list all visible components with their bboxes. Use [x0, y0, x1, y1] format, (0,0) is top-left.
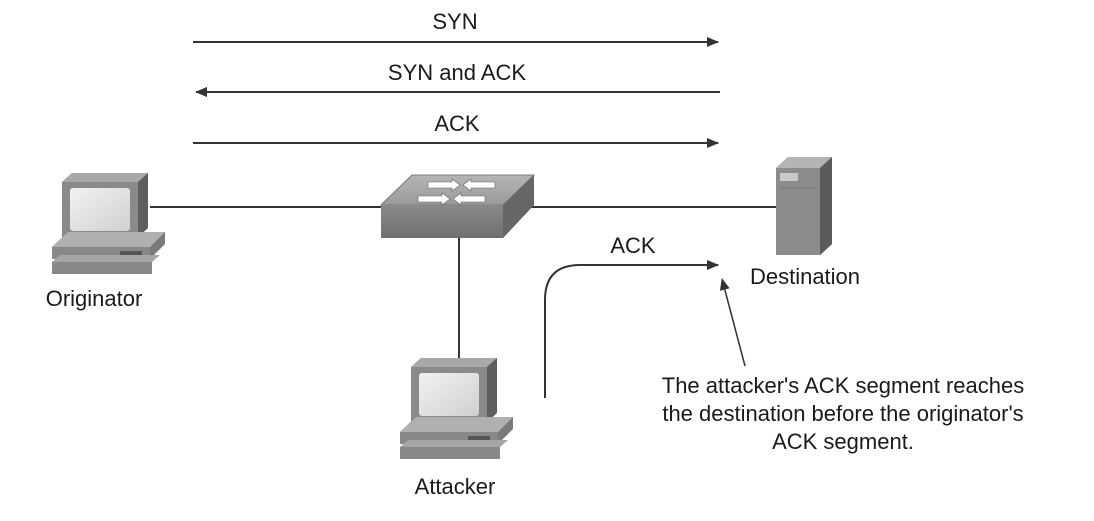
destination-server-icon: [776, 157, 832, 255]
destination-label: Destination: [749, 264, 861, 289]
network-switch-icon: [379, 174, 536, 238]
attacker-ack-label: ACK: [610, 233, 656, 258]
annotation-pointer-arrow: [719, 278, 746, 367]
ack-label: ACK: [434, 111, 480, 136]
attacker-ack-arrow: [544, 260, 719, 398]
syn-label: SYN: [432, 9, 478, 34]
annotation-text: The attacker's ACK segment reaches the d…: [608, 372, 1078, 456]
annotation-line-3: ACK segment.: [772, 429, 914, 454]
annotation-line-2: the destination before the originator's: [662, 401, 1024, 426]
attacker-label: Attacker: [414, 474, 496, 499]
synack-label: SYN and ACK: [387, 60, 527, 85]
originator-computer-icon: [52, 173, 165, 274]
attacker-computer-icon: [400, 358, 513, 459]
originator-label: Originator: [45, 286, 143, 311]
annotation-line-1: The attacker's ACK segment reaches: [661, 373, 1025, 398]
